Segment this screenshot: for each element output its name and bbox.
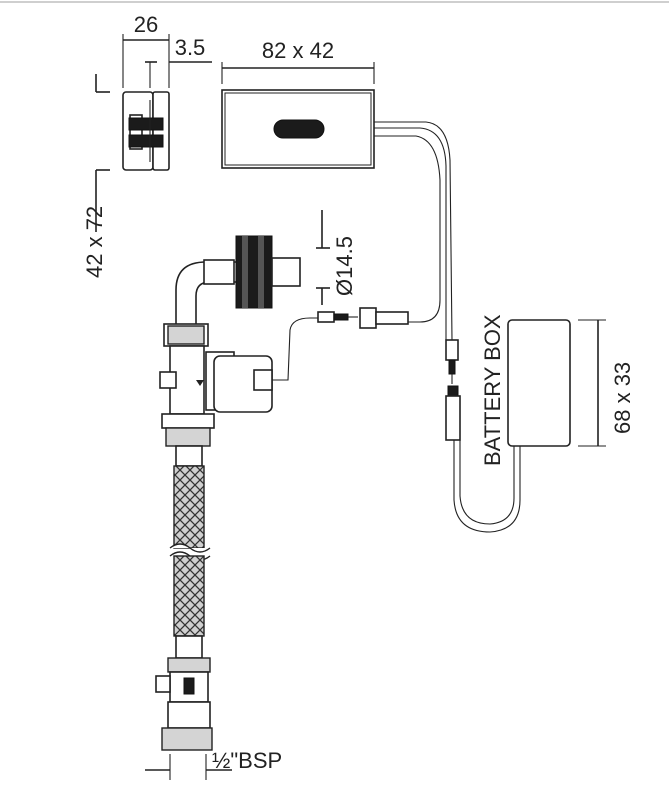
dim-cover-size: 42 x 72 xyxy=(82,74,110,278)
battery-box: BATTERY BOX xyxy=(480,314,571,466)
isolation-valve xyxy=(155,657,213,751)
dim-label-cover-size: 42 x 72 xyxy=(82,206,107,278)
dim-pipe-diameter: Ø14.5 xyxy=(316,210,357,305)
battery-cable xyxy=(445,339,521,533)
dim-cover-depth: 26 xyxy=(122,12,170,88)
dim-cover-offset: 3.5 xyxy=(145,35,212,88)
dim-label-cover-depth: 26 xyxy=(134,12,158,37)
dim-thread: ½"BSP xyxy=(145,748,282,780)
dim-label-thread: ½"BSP xyxy=(212,748,282,773)
solenoid-valve xyxy=(159,317,318,447)
dim-label-sensor-size: 82 x 42 xyxy=(262,38,334,63)
sensor-unit xyxy=(221,89,453,341)
dim-label-battery-size: 68 x 33 xyxy=(610,362,635,434)
elbow-fitting xyxy=(175,235,301,326)
flex-hose xyxy=(169,445,211,659)
sensor-eye-icon xyxy=(273,119,325,139)
flow-arrow-icon xyxy=(196,380,204,386)
cover-plate-side-view xyxy=(122,91,170,171)
valve-connector xyxy=(317,307,409,329)
dim-label-pipe-diameter: Ø14.5 xyxy=(332,236,357,296)
dim-label-cover-offset: 3.5 xyxy=(175,35,206,60)
battery-box-label: BATTERY BOX xyxy=(480,314,505,466)
dim-battery-size: 68 x 33 xyxy=(578,319,635,447)
dim-sensor-size: 82 x 42 xyxy=(221,38,375,84)
